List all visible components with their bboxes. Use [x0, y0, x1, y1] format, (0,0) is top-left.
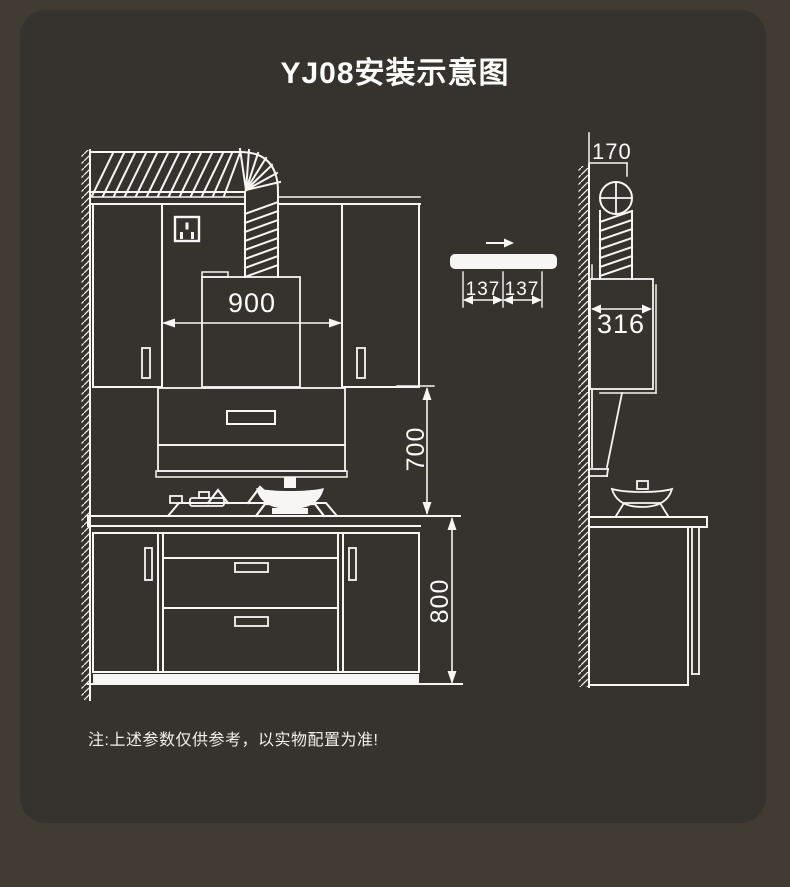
countertop-side — [588, 516, 708, 528]
cabinet-handle — [356, 347, 366, 379]
range-hood-side — [588, 278, 657, 478]
diagram-panel — [20, 10, 766, 823]
door-handle — [348, 547, 357, 581]
cabinet-handle — [141, 347, 151, 379]
drawer-handle — [234, 562, 269, 573]
upper-cabinets — [89, 196, 421, 388]
dim-170: 170 — [588, 132, 632, 177]
dim-316: 316 — [591, 304, 652, 339]
top-view-bracket: 137 137 — [450, 238, 557, 308]
hood-handle — [226, 410, 276, 425]
dim-900: 900 — [162, 288, 342, 328]
mounting-bar — [450, 254, 557, 269]
dim-label-137-left: 137 — [466, 279, 501, 300]
countertop-front — [87, 515, 461, 527]
dim-700: 700 — [396, 385, 435, 515]
direction-arrow-icon — [486, 238, 514, 248]
footnote: 注:上述参数仅供参考，以实物配置为准! — [88, 732, 379, 749]
dim-label-700: 700 — [402, 427, 430, 472]
door-handle — [144, 547, 153, 581]
dim-label-316: 316 — [597, 309, 645, 339]
front-view: 900 700 800 — [81, 147, 463, 701]
side-view: 170 — [578, 132, 708, 688]
dim-label-800: 800 — [426, 579, 454, 624]
dim-137-right: 137 — [503, 279, 542, 305]
dim-800: 800 — [426, 517, 457, 684]
duct-outlet-icon — [599, 181, 633, 215]
power-outlet-icon — [173, 215, 201, 243]
exhaust-duct-icon — [89, 147, 282, 279]
dim-137-left: 137 — [463, 279, 503, 305]
kick-plate — [93, 674, 419, 683]
base-cabinet-side — [588, 526, 700, 686]
drawer-handle — [234, 616, 269, 627]
dim-label-170: 170 — [592, 139, 632, 164]
page-title: YJ08安装示意图 — [280, 57, 510, 90]
base-cabinets — [87, 532, 463, 685]
wok-side-icon — [610, 480, 674, 518]
gas-stove — [166, 477, 339, 518]
wall-hatch-front — [81, 150, 91, 700]
dim-label-137-right: 137 — [505, 279, 540, 300]
chimney-cover — [201, 271, 301, 388]
dim-label-900: 900 — [228, 288, 276, 318]
wall-hatch-side — [578, 166, 589, 687]
range-hood-front — [155, 387, 348, 478]
side-duct — [591, 209, 634, 280]
wok-icon — [256, 488, 324, 509]
